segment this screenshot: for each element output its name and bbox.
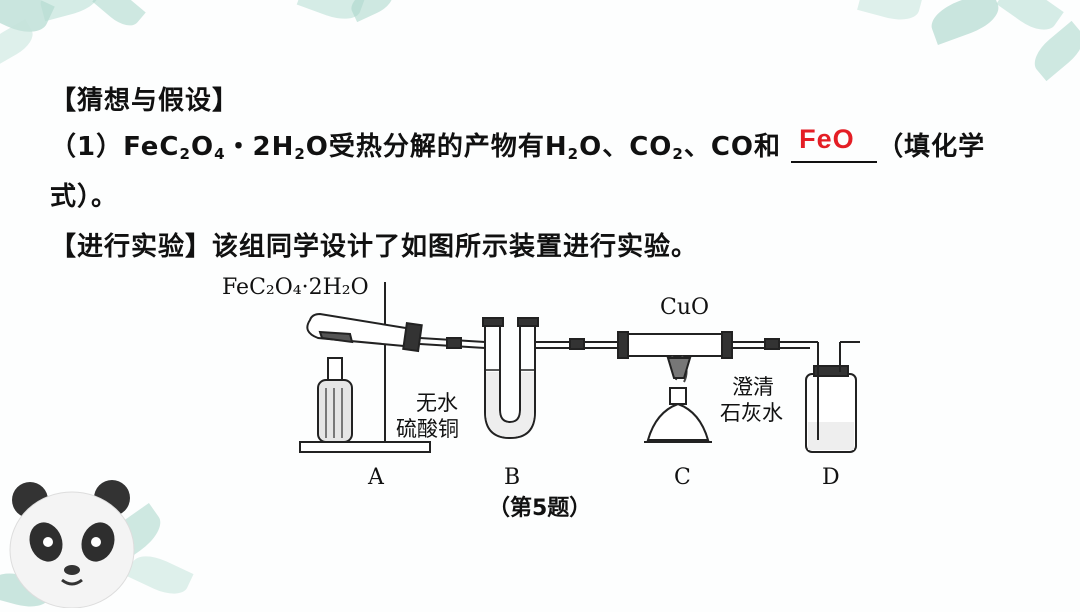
u-tube-b <box>484 324 536 440</box>
answer-text: FeO <box>799 124 855 154</box>
heading-hypothesis: 【猜想与假设】 <box>50 86 240 116</box>
figure-caption: （第5题） <box>488 496 592 521</box>
question-1-line-2: 式）。 <box>50 182 119 212</box>
limewater-label-1: 澄清 <box>732 375 774 399</box>
letter-c: C <box>674 465 691 490</box>
experiment-line: 【进行实验】该组同学设计了如图所示装置进行实验。 <box>50 232 699 262</box>
letter-b: B <box>504 465 520 490</box>
letter-a: A <box>367 465 385 490</box>
letter-d: D <box>822 465 840 490</box>
test-tube-a <box>306 312 420 349</box>
alcohol-lamp-c <box>646 402 710 441</box>
question-1-line: （1）FeC2O4・2H2O受热分解的产物有H2O、CO2、CO和 FeO（填化… <box>50 124 986 163</box>
stand-base <box>299 441 431 453</box>
answer-blank: FeO <box>791 124 878 163</box>
burner-a <box>317 379 353 443</box>
apparatus-figure: FeC₂O₄·2H₂O CuO 无水 硫酸铜 澄清 石灰水 A B C D <box>222 275 860 490</box>
limewater-label-2: 石灰水 <box>720 401 783 425</box>
anhydrous-label-1: 无水 <box>416 391 458 415</box>
panda-illustration <box>9 480 135 608</box>
combustion-tube-c <box>619 333 731 357</box>
reactant-label: FeC₂O₄·2H₂O <box>222 275 369 300</box>
cuo-label: CuO <box>660 295 709 320</box>
anhydrous-label-2: 硫酸铜 <box>396 417 459 441</box>
